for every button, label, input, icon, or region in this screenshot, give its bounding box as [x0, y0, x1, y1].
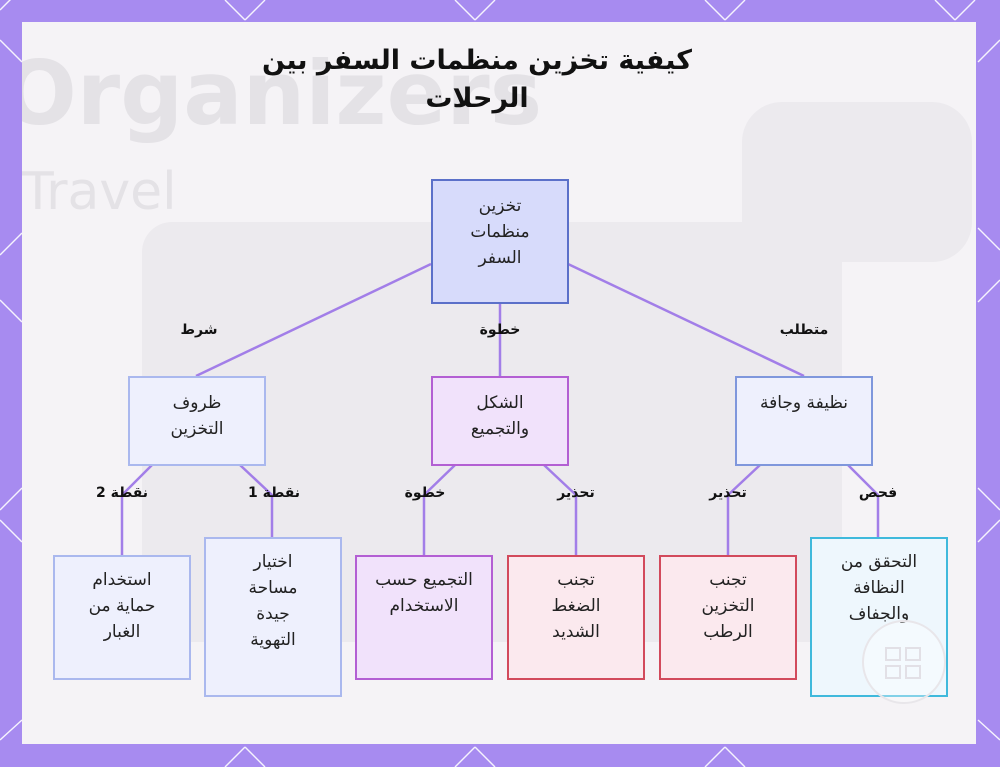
node-dust-protection: استخدام حماية من الغبار — [53, 555, 191, 680]
edge-conditions-dust — [122, 465, 152, 555]
edge-label-step-group: خطوة — [405, 485, 446, 501]
edge-label-condition: شرط — [180, 322, 217, 338]
node-dust-protection-label: استخدام حماية من الغبار — [72, 567, 172, 645]
node-clean-dry-label: نظيفة وجافة — [759, 390, 849, 416]
node-storage-conditions: ظروف التخزين — [128, 376, 266, 466]
node-shape-grouping-label: الشكل والتجميع — [445, 390, 555, 442]
node-group-by-use: التجميع حسب الاستخدام — [355, 555, 493, 680]
edge-shape-group — [424, 465, 455, 555]
edge-label-point-2: نقطة 2 — [96, 485, 148, 501]
node-storage-conditions-label: ظروف التخزين — [152, 390, 242, 442]
node-root: تخزين منظمات السفر — [431, 179, 569, 304]
node-avoid-pressure-label: تجنب الضغط الشديد — [536, 567, 616, 645]
node-check-clean-dry-label: التحقق من النظافة والجفاف — [829, 549, 929, 627]
watermark-logo-icon — [862, 620, 946, 704]
edge-label-check: فحص — [859, 485, 897, 501]
edge-shape-pressure — [544, 465, 576, 555]
edge-conditions-vent — [240, 465, 272, 537]
edge-label-step: خطوة — [480, 322, 521, 338]
edge-label-requirement: متطلب — [780, 322, 829, 338]
edge-clean-damp — [728, 465, 760, 555]
node-ventilated-space: اختيار مساحة جيدة التهوية — [204, 537, 342, 697]
node-root-label: تخزين منظمات السفر — [455, 193, 545, 271]
edge-clean-check — [848, 465, 878, 537]
edge-root-clean — [568, 264, 804, 376]
edge-label-point-1: نقطة 1 — [248, 485, 300, 501]
edge-label-warning-pressure: تحذير — [557, 485, 594, 501]
node-group-by-use-label: التجميع حسب الاستخدام — [374, 567, 474, 619]
node-ventilated-space-label: اختيار مساحة جيدة التهوية — [233, 549, 313, 653]
edge-label-warning-damp: تحذير — [709, 485, 746, 501]
node-avoid-damp: تجنب التخزين الرطب — [659, 555, 797, 680]
node-avoid-damp-label: تجنب التخزين الرطب — [688, 567, 768, 645]
node-clean-dry: نظيفة وجافة — [735, 376, 873, 466]
node-avoid-pressure: تجنب الضغط الشديد — [507, 555, 645, 680]
edge-root-conditions — [196, 264, 431, 376]
node-shape-grouping: الشكل والتجميع — [431, 376, 569, 466]
